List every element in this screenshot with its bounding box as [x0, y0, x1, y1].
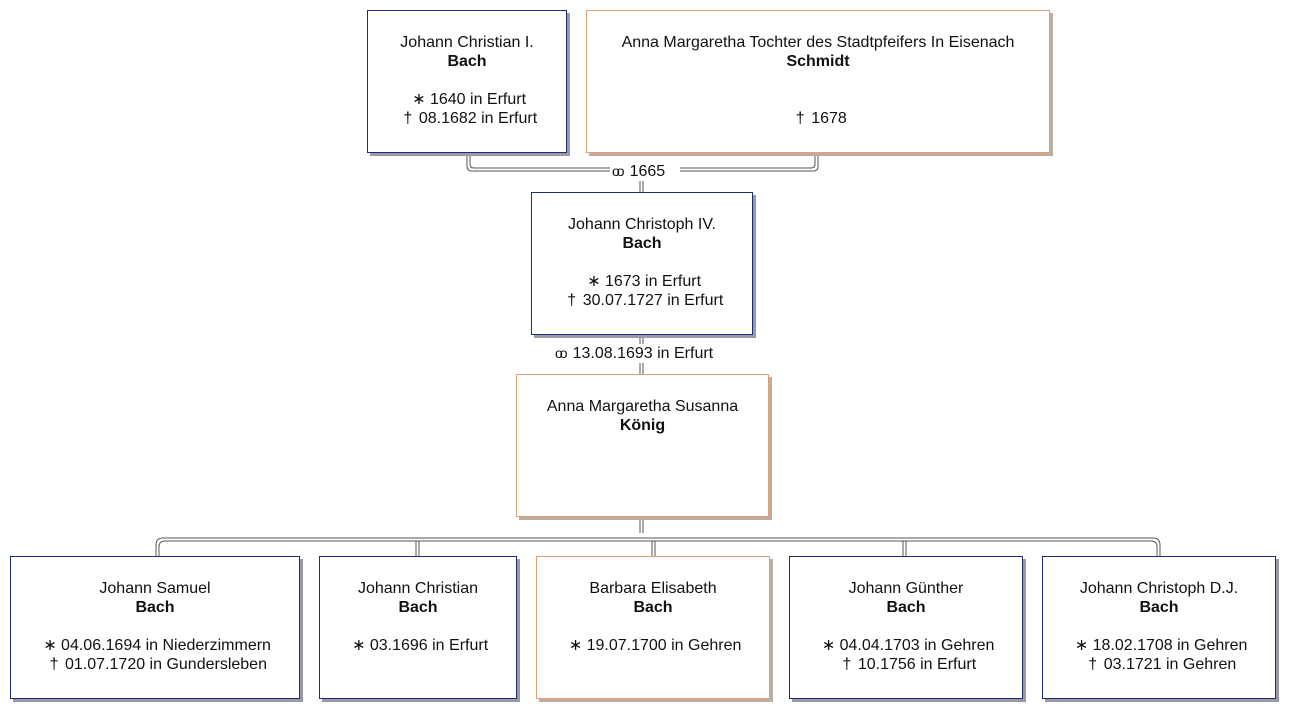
surname: Bach	[633, 599, 673, 616]
person-johann-samuel[interactable]: Johann Samuel Bach ∗04.06.1694 in Nieder…	[10, 556, 300, 699]
birth-icon: ∗	[43, 637, 57, 654]
person-johann-christian[interactable]: Johann Christian Bach ∗03.1696 in Erfurt	[319, 556, 517, 699]
person-johann-guenther[interactable]: Johann Günther Bach ∗04.04.1703 in Gehre…	[789, 556, 1023, 699]
surname: Bach	[1139, 599, 1179, 616]
surname: Bach	[398, 599, 438, 616]
death-line: †08.1682 in Erfurt	[368, 109, 566, 128]
surname: Bach	[447, 53, 487, 70]
given-name: Johann Samuel	[99, 580, 211, 597]
given-name: Johann Christoph D.J.	[1079, 580, 1239, 597]
birth-icon: ∗	[568, 637, 583, 654]
death-icon: †	[567, 292, 577, 309]
death-line: †10.1756 in Erfurt	[790, 655, 1022, 674]
person-barbara-elisabeth[interactable]: Barbara Elisabeth Bach ∗19.07.1700 in Ge…	[536, 556, 770, 699]
person-johann-christoph-dj[interactable]: Johann Christoph D.J. Bach ∗18.02.1708 i…	[1042, 556, 1276, 699]
birth-icon: ∗	[352, 637, 366, 654]
person-johann-christoph-iv[interactable]: Johann Christoph IV. Bach ∗1673 in Erfur…	[531, 192, 753, 335]
death-line: †01.07.1720 in Gundersleben	[11, 655, 299, 674]
death-icon: †	[403, 110, 413, 127]
person-anna-margaretha-schmidt[interactable]: Anna Margaretha Tochter des Stadtpfeifer…	[586, 10, 1050, 153]
surname: Bach	[886, 599, 926, 616]
marriage-icon: oo	[612, 163, 624, 179]
death-icon: †	[49, 656, 59, 673]
person-anna-margaretha-susanna-koenig[interactable]: Anna Margaretha Susanna König	[516, 374, 769, 517]
birth-icon: ∗	[587, 273, 601, 290]
given-name: Barbara Elisabeth	[589, 580, 717, 597]
birth-icon: ∗	[821, 637, 836, 654]
given-name: Anna Margaretha Susanna	[546, 398, 739, 415]
surname: Bach	[622, 235, 662, 252]
given-name: Johann Günther	[848, 580, 964, 597]
death-line: †30.07.1727 in Erfurt	[532, 291, 752, 310]
surname: König	[619, 417, 666, 434]
marriage-icon: oo	[555, 345, 567, 361]
given-name: Johann Christian	[357, 580, 479, 597]
birth-icon: ∗	[412, 91, 426, 108]
birth-line: ∗04.04.1703 in Gehren	[790, 636, 1022, 655]
death-line: †1678	[587, 109, 1049, 128]
birth-line: ∗18.02.1708 in Gehren	[1043, 636, 1275, 655]
death-icon: †	[1088, 656, 1098, 673]
person-johann-christian-i[interactable]: Johann Christian I. Bach ∗1640 in Erfurt…	[367, 10, 567, 153]
death-icon: †	[795, 110, 805, 127]
birth-line: ∗04.06.1694 in Niederzimmern	[11, 636, 299, 655]
birth-line: ∗1673 in Erfurt	[532, 272, 752, 291]
surname: Schmidt	[786, 53, 850, 70]
surname: Bach	[135, 599, 175, 616]
birth-line: ∗19.07.1700 in Gehren	[537, 636, 769, 655]
death-line: †03.1721 in Gehren	[1043, 655, 1275, 674]
birth-line: ∗03.1696 in Erfurt	[320, 636, 516, 655]
given-name: Anna Margaretha Tochter des Stadtpfeifer…	[621, 34, 1015, 51]
given-name: Johann Christoph IV.	[568, 216, 716, 233]
given-name: Johann Christian I.	[400, 34, 534, 51]
death-icon: †	[842, 656, 852, 673]
birth-line: ∗1640 in Erfurt	[368, 90, 566, 109]
birth-icon: ∗	[1074, 637, 1089, 654]
